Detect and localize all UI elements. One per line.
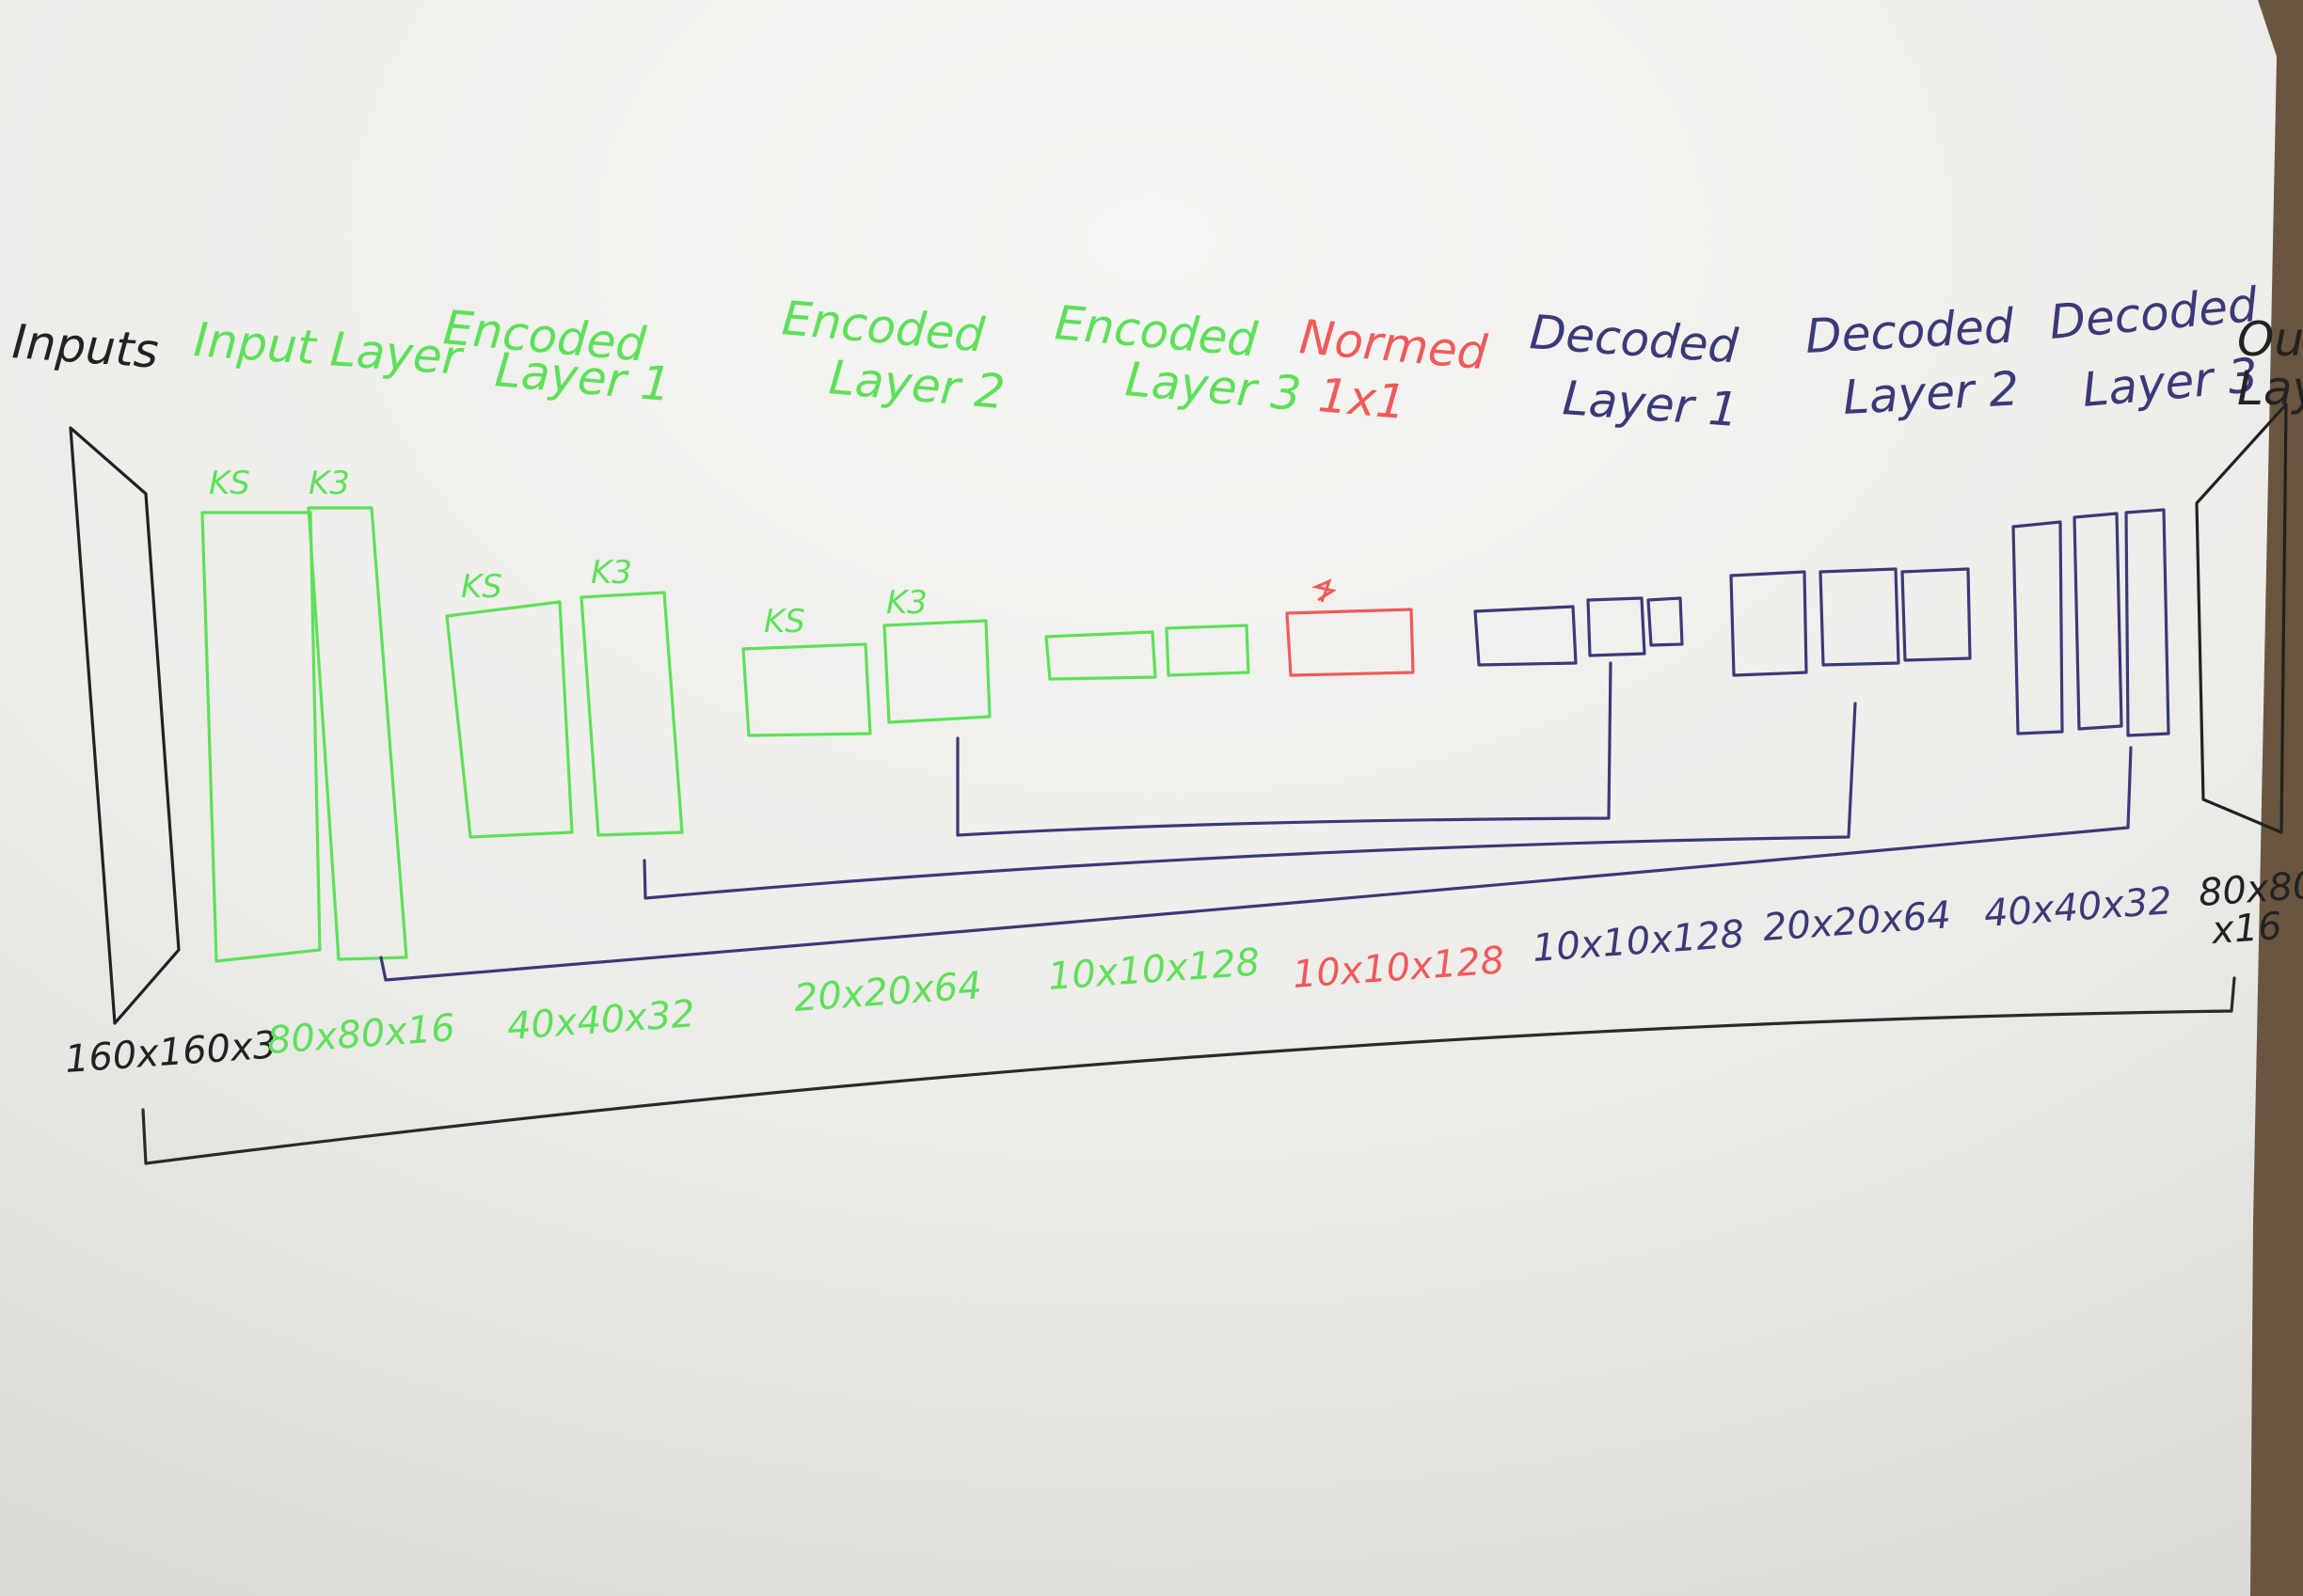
decoded-layer-3-block-1 bbox=[2011, 520, 2064, 735]
skip-connections bbox=[141, 661, 2236, 1165]
encoded-layer-2-block-1 bbox=[741, 642, 872, 737]
inputs-block-1 bbox=[69, 426, 181, 1025]
decoded-layer-1-block-3 bbox=[1646, 596, 1684, 647]
normed-1x1-title-line-2: 1x1 bbox=[1316, 368, 1408, 430]
output-layer-title-line-2: Layer bbox=[2237, 361, 2303, 416]
norm-mark-icon bbox=[1311, 578, 1337, 603]
output-layer-dims-line-2: x16 bbox=[2208, 905, 2283, 953]
skip-enc1-dec2 bbox=[643, 702, 1857, 900]
decoded-layer-3-block-3 bbox=[2124, 508, 2170, 737]
skip-enc2-dec1 bbox=[956, 661, 1612, 837]
skip-inputs-output bbox=[141, 976, 2236, 1165]
normed-1x1-block-1 bbox=[1285, 608, 1415, 677]
input-layer-block-1 bbox=[200, 511, 322, 963]
decoded-layer-2-block-2 bbox=[1819, 567, 1900, 667]
decoded-layer-2-block-3 bbox=[1900, 567, 1972, 662]
decoded-layer-2-block-1 bbox=[1729, 570, 1808, 677]
encoded-layer-2-kernel-label-2: K3 bbox=[886, 584, 928, 622]
output-layer-dims-line-1: 80x80 bbox=[2197, 863, 2303, 915]
decoded-layer-2-title-line-1: Decoded bbox=[1804, 298, 2016, 364]
encoded-layer-1-block-1 bbox=[445, 600, 574, 839]
decoded-layer-1-block-1 bbox=[1473, 605, 1578, 667]
decoded-layer-1-block-2 bbox=[1586, 596, 1646, 657]
skip-input-dec3 bbox=[379, 746, 2133, 982]
encoded-layer-2-kernel-label-1: KS bbox=[764, 603, 805, 640]
encoded-layer-1-block-2 bbox=[580, 591, 684, 837]
encoded-layer-3-block-2 bbox=[1165, 624, 1250, 677]
inputs-title-line-1: Inputs bbox=[10, 314, 160, 379]
decoded-layer-3-block-2 bbox=[2073, 512, 2123, 731]
input-layer-kernel-label-1: KS bbox=[209, 465, 250, 502]
table-edge-right bbox=[2250, 0, 2303, 1596]
decoded-layer-2-title-line-2: Layer 2 bbox=[1842, 361, 2021, 425]
output-layer-block-1 bbox=[2195, 403, 2288, 834]
encoded-layer-1-kernel-label-2: K3 bbox=[591, 554, 632, 592]
encoded-layer-2-block-2 bbox=[882, 619, 992, 724]
layer-shapes bbox=[69, 403, 2288, 1025]
decoded-layer-1-title-line-2: Layer 1 bbox=[1561, 371, 1740, 437]
encoded-layer-1-kernel-label-1: KS bbox=[461, 568, 502, 606]
output-layer-title-line-1: Output bbox=[2237, 312, 2303, 367]
input-layer-block-2 bbox=[307, 506, 408, 961]
input-layer-kernel-label-2: K3 bbox=[309, 465, 350, 502]
encoded-layer-3-block-1 bbox=[1044, 630, 1157, 681]
